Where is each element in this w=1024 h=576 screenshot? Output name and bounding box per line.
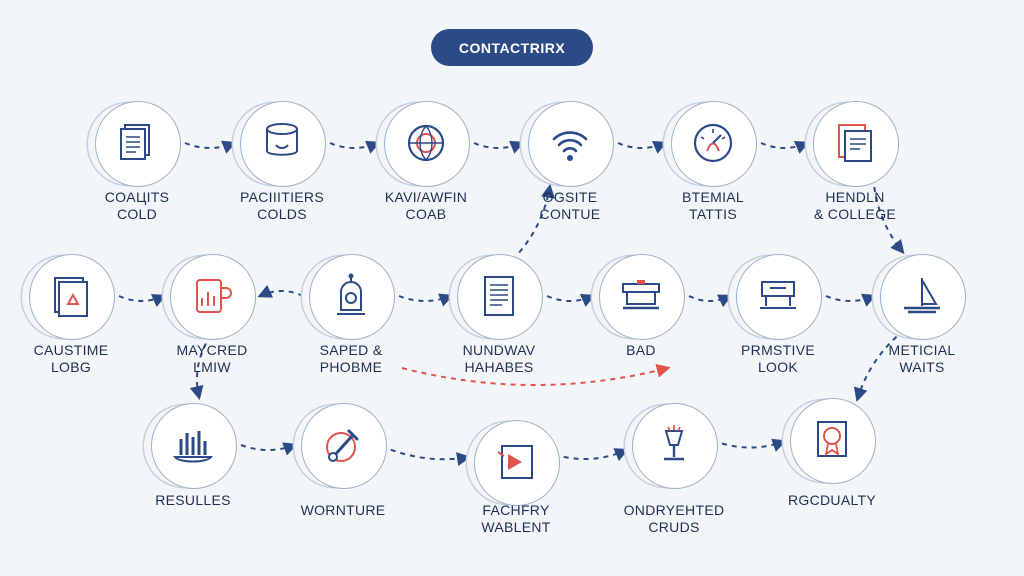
node-ring — [240, 101, 326, 187]
wifi-signal-icon — [552, 131, 588, 161]
machine-press-icon — [760, 281, 796, 309]
connector-n10-n11 — [546, 294, 596, 307]
node-label: PRMSTIVE LOOK — [741, 342, 815, 375]
connector-n7-n8 — [118, 294, 167, 307]
node-label: CAUSTIME LOBG — [33, 342, 109, 375]
node-label: HENDLN & COLLEGE — [813, 189, 897, 222]
node-ring — [528, 101, 614, 187]
node-label: KAVI/AWFIN COAB — [384, 189, 468, 222]
certificate-frame-icon — [838, 124, 872, 162]
flow-node-n2 — [232, 93, 332, 193]
connector-n14-n15 — [240, 442, 298, 456]
flow-node-n6 — [805, 93, 905, 193]
node-label: ONDRYEHTED CRUDS — [623, 502, 725, 535]
connector-n4-n5 — [617, 140, 668, 154]
connector-n5-n6 — [760, 141, 810, 154]
report-sheet-icon — [484, 276, 514, 316]
connector-n9-n8 — [257, 284, 304, 298]
flow-node-n13 — [872, 246, 972, 346]
flow-node-n3 — [376, 93, 476, 193]
node-label: SAPED & PHOBME — [319, 342, 383, 375]
node-label: RGCDUALTY — [787, 492, 876, 508]
node-label: FACHFRY WABLENT — [481, 502, 551, 535]
flow-node-n16 — [466, 412, 566, 512]
node-label: MAYCRED LMIW — [176, 342, 248, 375]
connector-n16-n17 — [563, 448, 629, 462]
node-label: RESULLES — [155, 492, 231, 508]
badge-seal-icon — [817, 421, 847, 457]
flow-node-n7 — [21, 246, 121, 346]
document-stack-icon — [120, 124, 150, 160]
node-ring — [29, 254, 115, 340]
flow-node-n9 — [301, 246, 401, 346]
flow-node-n18 — [782, 390, 882, 490]
recycle-box-icon — [54, 277, 88, 317]
flow-node-n17 — [624, 395, 724, 495]
diagram-title: CONTACTRIRX — [431, 29, 593, 66]
node-label: WORNTURE — [300, 502, 386, 518]
connector-n12-n13 — [825, 293, 877, 307]
connector-n15-n16 — [390, 448, 471, 466]
connector-n1-n2 — [184, 140, 237, 154]
connector-n17-n18 — [721, 438, 787, 452]
globe-emblem-icon — [407, 124, 445, 162]
node-label: METICIAL WAITS — [888, 342, 956, 375]
connector-n11-n12 — [688, 294, 733, 308]
flow-node-n8 — [162, 246, 262, 346]
flow-node-n11 — [591, 246, 691, 346]
tools-wrench-icon — [326, 429, 359, 462]
sailboat-icon — [904, 278, 940, 314]
node-label: BAD — [626, 342, 656, 358]
node-ring — [736, 254, 822, 340]
container-jar-icon — [266, 123, 298, 156]
connector-n3-n4 — [473, 140, 525, 154]
connector-n8-n14 — [189, 343, 207, 401]
gauge-dial-icon — [693, 123, 733, 163]
connector-n9-n11 — [401, 363, 671, 386]
node-label: OGSITE CONTUE — [539, 189, 601, 222]
flow-node-n14 — [143, 395, 243, 495]
flow-node-n4 — [520, 93, 620, 193]
flow-node-n15 — [293, 395, 393, 495]
flow-node-n10 — [449, 246, 549, 346]
node-label: COAЦITS COLD — [104, 189, 170, 222]
flow-node-n12 — [728, 246, 828, 346]
flow-node-n5 — [663, 93, 763, 193]
connector-n2-n3 — [329, 140, 381, 154]
node-label: NUNDWAV HAHABES — [462, 342, 536, 375]
node-label: PACIIITIERS COLDS — [240, 189, 324, 222]
play-document-icon — [497, 445, 533, 479]
node-label: BTEMIAL TATTIS — [681, 189, 744, 222]
flow-node-n1 — [87, 93, 187, 193]
robot-bot-icon — [337, 273, 365, 315]
lamp-lab-icon — [664, 425, 684, 461]
connector-n9-n10 — [398, 293, 454, 307]
bar-chart-icon — [173, 431, 213, 463]
mug-chart-icon — [196, 279, 232, 313]
printer-bed-icon — [622, 280, 660, 310]
